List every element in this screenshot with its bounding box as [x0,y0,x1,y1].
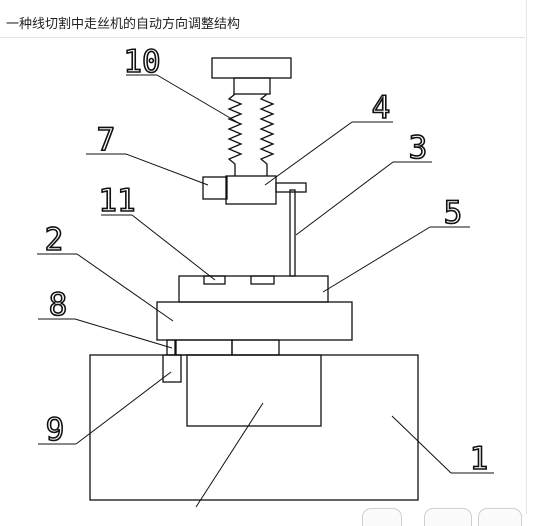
rod-3 [289,189,296,277]
spring-left [227,93,243,176]
part-label-9: 9 [46,412,65,448]
part-label-11: 11 [98,183,135,219]
knob-7 [202,176,228,200]
top-stem [233,77,271,95]
right-divider [526,0,527,514]
plate-2 [156,301,353,341]
spacer-right [231,339,280,356]
part-label-5: 5 [444,195,463,231]
part-label-1: 1 [470,441,489,477]
part-label-4: 4 [372,90,391,126]
leader-4-diag [264,121,353,186]
leader-3-diag [295,161,394,236]
bottom-toolbar-button-2[interactable] [424,508,472,526]
title-bar: 一种线切割中走丝机的自动方向调整结构 [0,0,525,38]
part-label-2: 2 [45,222,64,258]
bottom-toolbar-button-3[interactable] [478,508,522,526]
leader-8-diag [74,318,173,349]
spacer-left [175,339,233,356]
part-label-10: 10 [123,44,160,80]
leader-9-diag [75,371,172,445]
leader-1-diag [391,415,452,474]
leader-2-diag [76,253,174,322]
tab-11-left [203,275,226,285]
leader-bottom [195,402,264,508]
top-plate-10 [211,57,292,79]
structure-diagram: 10 4 7 3 11 5 2 8 9 1 [37,43,494,508]
tab-11-right [250,275,275,285]
page-title: 一种线切割中走丝机的自动方向调整结构 [6,17,241,32]
leader-11-diag [131,214,216,281]
base-block [89,354,419,501]
block-4 [225,175,277,205]
part-label-8: 8 [49,287,68,323]
leader-7-diag [125,153,209,186]
spring-right [259,93,275,176]
part-label-7: 7 [97,122,116,158]
plate-5 [178,275,329,303]
base-cavity [186,354,322,427]
leader-5-diag [322,226,431,293]
part-label-3: 3 [409,130,428,166]
side-block-9 [162,354,182,383]
leader-10-diag [156,74,238,123]
bottom-toolbar-button-1[interactable] [362,508,402,526]
